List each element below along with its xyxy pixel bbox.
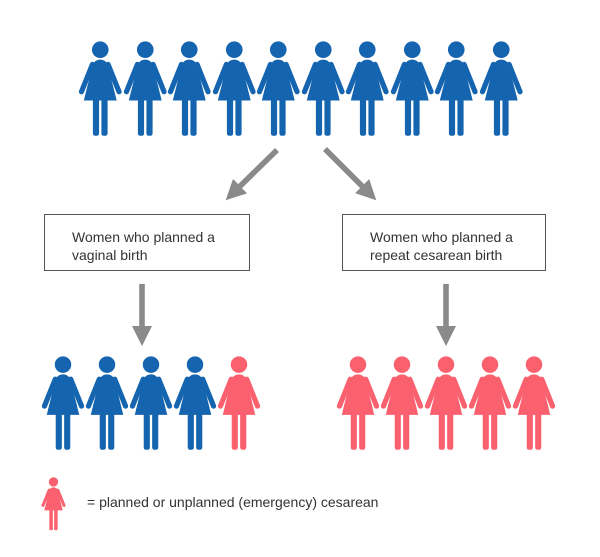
vaginal-birth-group [41,356,261,454]
woman-icon-blue [301,41,346,140]
legend-label: = planned or unplanned (emergency) cesar… [87,493,379,510]
woman-icon-pink [380,356,424,454]
vaginal-birth-box-line2: vaginal birth [72,247,148,263]
woman-icon-blue [129,356,173,454]
woman-icon-pink [217,356,261,454]
woman-icon-blue [479,41,524,140]
woman-icon-blue [167,41,212,140]
woman-icon-pink [512,356,556,454]
repeat-cesarean-group [336,356,556,454]
woman-icon-blue [41,356,85,454]
woman-icon-blue [78,41,123,140]
woman-icon-pink [468,356,512,454]
woman-icon-blue [345,41,390,140]
woman-icon-pink [336,356,380,454]
woman-icon-blue [123,41,168,140]
woman-icon-blue [212,41,257,140]
woman-icon-pink [41,477,66,532]
all-women-row [78,41,523,140]
repeat-cesarean-box: Women who planned a repeat cesarean birt… [342,214,546,271]
vaginal-birth-box: Women who planned a vaginal birth [44,214,250,271]
woman-icon-blue [85,356,129,454]
woman-icon-pink [424,356,468,454]
legend: = planned or unplanned (emergency) cesar… [41,477,378,532]
arrow-top-to-cesarean-box [323,147,377,201]
repeat-cesarean-box-line1: Women who planned a [370,229,513,245]
repeat-cesarean-box-line2: repeat cesarean birth [370,247,503,263]
vaginal-birth-box-line1: Women who planned a [72,229,215,245]
woman-icon-blue [434,41,479,140]
legend-icon-wrap [41,477,66,532]
woman-icon-blue [390,41,435,140]
woman-icon-blue [256,41,301,140]
woman-icon-blue [173,356,217,454]
arrow-top-to-vaginal-box [225,147,279,201]
